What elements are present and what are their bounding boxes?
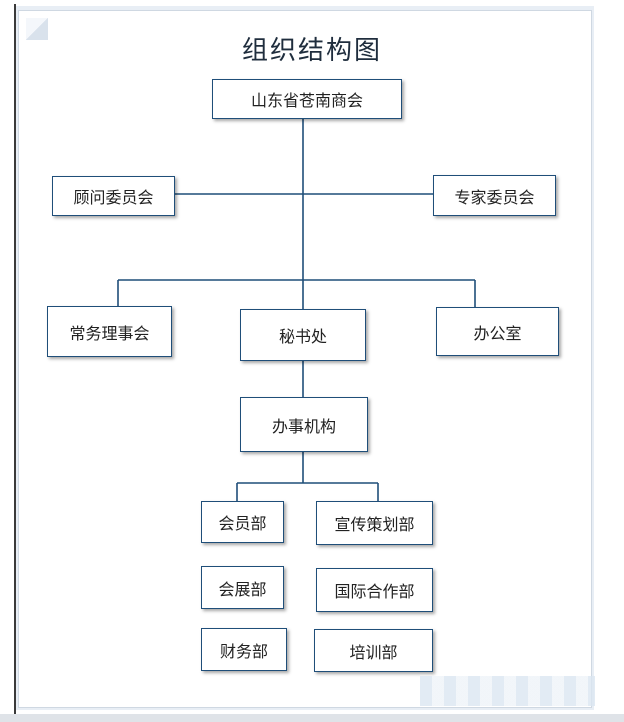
node-expert-committee: 专家委员会 <box>433 175 556 216</box>
left-rule <box>14 4 16 714</box>
page-curl <box>26 18 48 40</box>
node-international-dept: 国际合作部 <box>316 568 433 612</box>
node-chamber: 山东省苍南商会 <box>212 79 402 119</box>
node-office: 办公室 <box>436 307 559 356</box>
node-standing-council: 常务理事会 <box>47 306 172 357</box>
node-finance-dept: 财务部 <box>201 628 287 671</box>
node-secretariat: 秘书处 <box>240 309 366 361</box>
node-publicity-dept: 宣传策划部 <box>316 501 433 545</box>
node-exhibition-dept: 会展部 <box>201 566 284 609</box>
node-advisory-committee: 顾问委员会 <box>52 176 175 216</box>
node-membership-dept: 会员部 <box>201 501 284 543</box>
node-training-dept: 培训部 <box>314 629 433 672</box>
watermark <box>420 676 595 706</box>
page-edge <box>0 714 624 722</box>
diagram-title: 组织结构图 <box>241 36 382 66</box>
node-agency: 办事机构 <box>240 397 368 452</box>
